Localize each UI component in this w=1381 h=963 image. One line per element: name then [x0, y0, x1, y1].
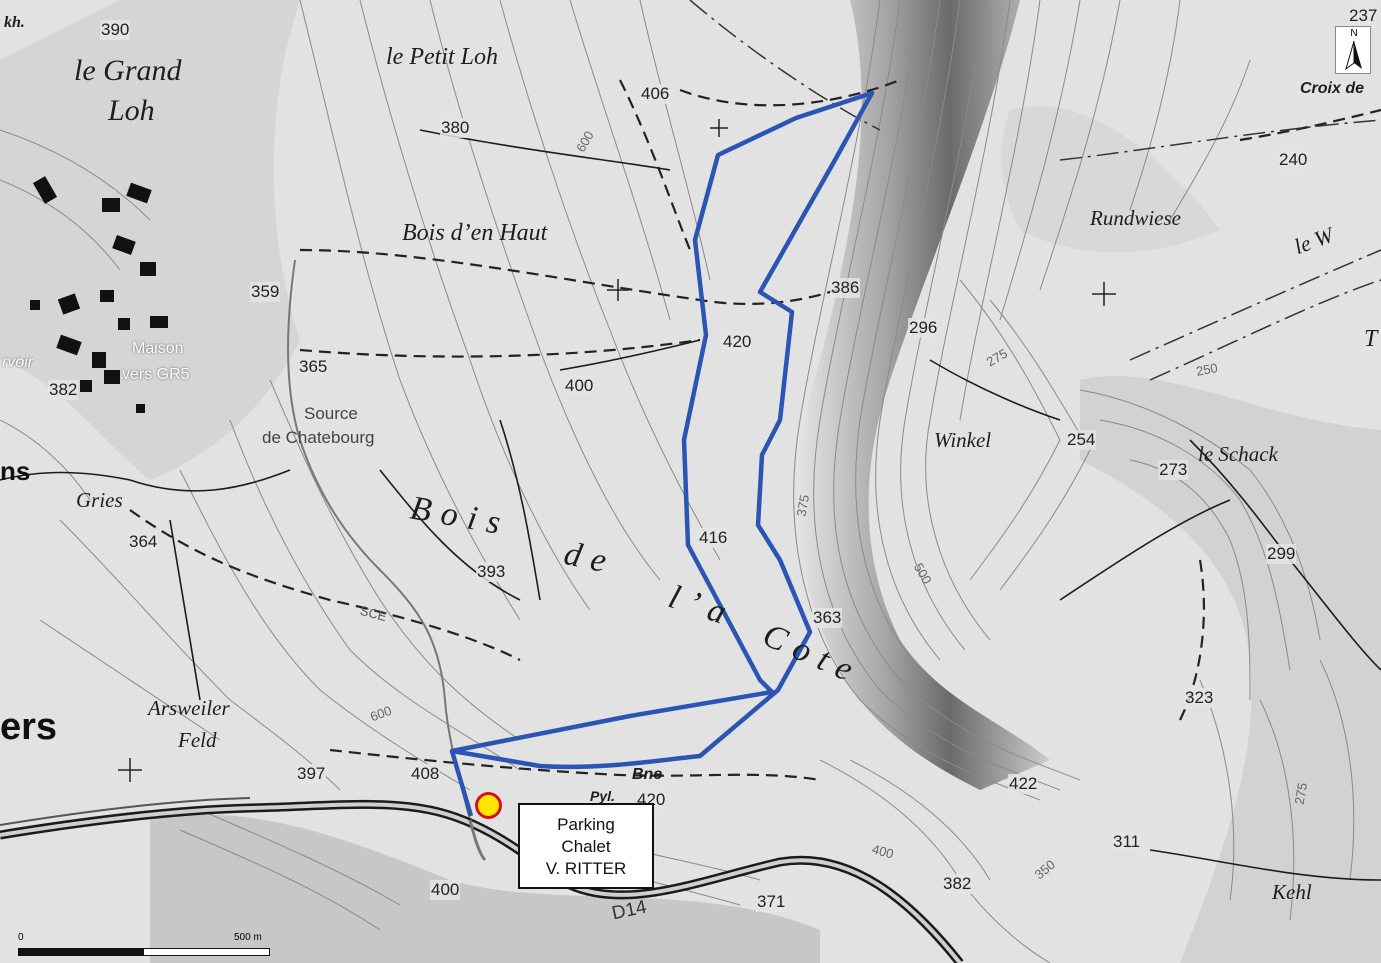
edge-label-t: T [1364, 326, 1378, 352]
elevation-393: 393 [476, 562, 507, 582]
place-arsweiler-line1: Arsweiler [148, 696, 230, 720]
north-arrow: N [1335, 26, 1371, 74]
valley-shading-south [150, 814, 820, 963]
elevation-365: 365 [298, 357, 329, 377]
elevation-420-north: 420 [722, 332, 753, 352]
elevation-382-west: 382 [48, 380, 79, 400]
access-road [468, 819, 487, 862]
place-bois-den-haut: Bois d’en Haut [402, 220, 548, 246]
elevation-296: 296 [908, 318, 939, 338]
elevation-400-south: 400 [430, 880, 461, 900]
stream [287, 259, 471, 821]
elevation-416: 416 [698, 528, 729, 548]
scale-end-label: 500 m [234, 932, 262, 943]
elevation-237: 237 [1348, 6, 1379, 26]
place-le-grand-loh-line1: le Grand [74, 54, 182, 87]
elevation-386: 386 [830, 278, 861, 298]
elevation-390: 390 [100, 20, 131, 40]
elevation-299: 299 [1266, 544, 1297, 564]
scale-bar-graphic [18, 948, 270, 956]
place-kehl: Kehl [1272, 880, 1312, 904]
hiking-route[interactable] [449, 90, 875, 817]
place-le-schack: le Schack [1198, 442, 1278, 466]
place-winkel: Winkel [934, 428, 992, 452]
parking-line3: V. RITTER [545, 859, 627, 878]
north-label: N [1350, 28, 1358, 39]
place-croix-de: Croix de [1300, 80, 1365, 97]
label-pyl: Pyl. [590, 788, 615, 804]
place-source-line1: Source [304, 404, 358, 423]
place-gries: Gries [76, 488, 123, 512]
parking-marker[interactable] [475, 792, 502, 819]
elevation-359: 359 [250, 282, 281, 302]
parking-label-box: Parking Chalet V. RITTER [518, 803, 654, 889]
label-bne: Bne [632, 766, 663, 783]
elevation-364: 364 [128, 532, 159, 552]
place-le-grand-loh-line2: Loh [108, 94, 155, 127]
elevation-422: 422 [1008, 774, 1039, 794]
place-source-line2: de Chatebourg [262, 428, 375, 447]
place-le-petit-loh: le Petit Loh [386, 44, 498, 70]
label-maison-line2: vers GR5 [122, 366, 190, 383]
scale-start-label: 0 [18, 932, 24, 943]
cross-markers [118, 119, 1116, 782]
hill-shading-west [0, 0, 300, 480]
boundary-lines [689, 0, 1381, 381]
elevation-311: 311 [1112, 832, 1142, 852]
settlement-le-grand-loh [30, 176, 168, 413]
road-d14-edge [0, 797, 251, 826]
road-d14-fill [0, 802, 962, 963]
elevation-254: 254 [1066, 430, 1097, 450]
elevation-323: 323 [1184, 688, 1215, 708]
label-voir-edge: rvoir [2, 354, 34, 371]
place-arsweiler-line2: Feld [178, 728, 217, 752]
elevation-408: 408 [410, 764, 441, 784]
label-maison-line1: Maison [132, 340, 184, 357]
north-arrow-icon [1345, 40, 1362, 71]
hill-shading-southeast [1080, 375, 1381, 963]
parking-line1: Parking [557, 815, 615, 834]
elevation-406: 406 [640, 84, 671, 104]
place-rundwiese: Rundwiese [1090, 206, 1181, 230]
elevation-371: 371 [756, 892, 787, 912]
elevation-273: 273 [1158, 460, 1189, 480]
trail-lines [129, 78, 1381, 782]
ridge-shading-east [798, 0, 1050, 790]
elevation-397: 397 [296, 764, 327, 784]
edge-label-ers: ers [0, 706, 58, 748]
scale-bar: 0 500 m [12, 930, 274, 960]
elevation-363: 363 [812, 608, 843, 628]
elevation-240: 240 [1278, 150, 1309, 170]
parking-line2: Chalet [561, 837, 611, 856]
edge-label-ns: ns [0, 456, 31, 486]
elevation-382-south: 382 [942, 874, 973, 894]
hill-rundwiese [1001, 106, 1220, 253]
edge-label-kh: kh. [4, 14, 25, 31]
elevation-400-center: 400 [564, 376, 595, 396]
elevation-380: 380 [440, 118, 471, 138]
